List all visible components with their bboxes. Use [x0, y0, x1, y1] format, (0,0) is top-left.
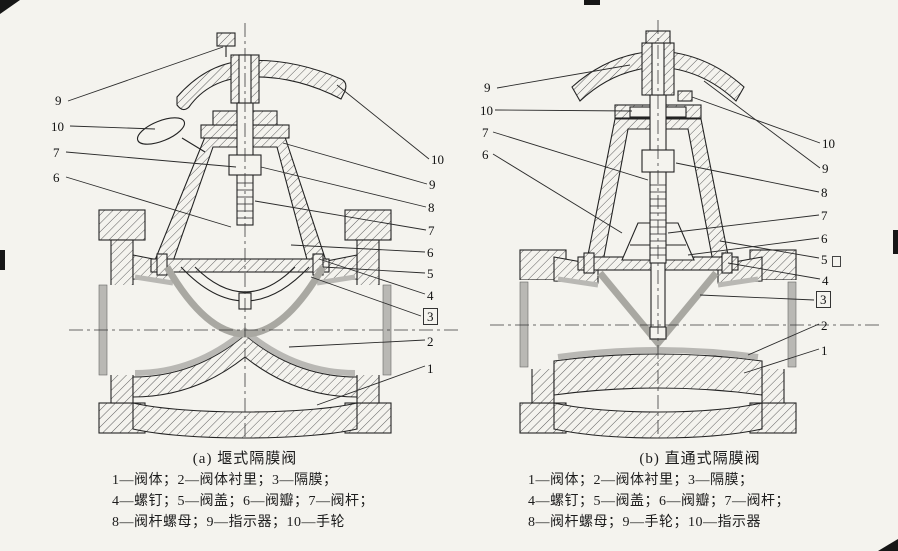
callout-3: 3 — [423, 308, 438, 325]
caption-a: (a) 堰式隔膜阀 — [192, 451, 298, 467]
callout-3: 3 — [816, 291, 831, 308]
callout-8: 8 — [428, 200, 435, 215]
page-artifact — [0, 250, 5, 270]
handwheel-rim-section — [136, 117, 186, 145]
callout-6: 6 — [821, 231, 828, 246]
legend-b: 1—阀体；2—阀体衬里；3—隔膜； 4—螺钉；5—阀盖；6—阀瓣；7—阀杆； 8… — [528, 470, 790, 533]
callout-5: 5 — [821, 252, 841, 267]
callout-4: 4 — [822, 273, 829, 288]
valve-a-linework — [97, 32, 393, 439]
callout-6: 6 — [427, 245, 434, 260]
bonnet-screw — [156, 253, 168, 276]
caption-b: (b) 直通式隔膜阀 — [639, 451, 761, 467]
callout-2: 2 — [427, 334, 434, 349]
body-lining-left — [519, 281, 529, 368]
callout-1: 1 — [427, 361, 434, 376]
page-artifact — [893, 230, 898, 254]
legend-line: 4—螺钉；5—阀盖；6—阀瓣；7—阀杆； — [112, 494, 374, 509]
legend-line: 1—阀体；2—阀体衬里；3—隔膜； — [528, 473, 754, 488]
callout-2: 2 — [821, 318, 828, 333]
callout-4: 4 — [427, 288, 434, 303]
legend-line: 1—阀体；2—阀体衬里；3—隔膜； — [112, 473, 338, 488]
callout-10: 10 — [480, 103, 493, 118]
figure-weir-diaphragm-valve: 9 10 7 6 10 9 8 7 6 5 4 3 2 1 — [51, 5, 475, 450]
valve-a-cross-section-drawing — [69, 23, 461, 439]
callout-9: 9 — [822, 161, 829, 176]
legend-line: 4—螺钉；5—阀盖；6—阀瓣；7—阀杆； — [528, 494, 790, 509]
legend-line: 8—阀杆螺母；9—手轮；10—指示器 — [528, 515, 761, 530]
leader-lines-a — [65, 46, 430, 406]
callout-8: 8 — [821, 185, 828, 200]
callout-10: 10 — [822, 136, 835, 151]
handwheel — [571, 50, 745, 102]
centerlines-a — [69, 23, 461, 437]
callout-6: 6 — [53, 170, 60, 185]
page-artifact — [584, 0, 600, 5]
callout-9: 9 — [429, 177, 436, 192]
figure-straight-diaphragm-valve: 9 10 7 6 10 9 8 7 6 5 4 3 2 1 — [480, 5, 890, 450]
page-artifact — [878, 539, 898, 551]
print-box-mark — [831, 255, 841, 267]
body-lining-right — [787, 281, 797, 368]
bonnet-screw — [721, 252, 733, 274]
callout-6: 6 — [482, 147, 489, 162]
callout-5: 5 — [427, 266, 434, 281]
leader-lines-b — [492, 64, 821, 374]
centerlines-b — [490, 20, 880, 437]
bonnet-screw — [583, 252, 595, 274]
callout-7: 7 — [821, 208, 828, 223]
callout-7: 7 — [482, 125, 489, 140]
callout-7: 7 — [53, 145, 60, 160]
legend-a: 1—阀体；2—阀体衬里；3—隔膜； 4—螺钉；5—阀盖；6—阀瓣；7—阀杆； 8… — [112, 470, 374, 533]
weir-wall — [132, 334, 358, 398]
diaphragm — [597, 270, 719, 349]
callout-1: 1 — [821, 343, 828, 358]
legend-line: 8—阀杆螺母；9—指示器；10—手轮 — [112, 515, 345, 530]
indicator — [677, 90, 693, 102]
callout-9: 9 — [484, 80, 491, 95]
callout-10: 10 — [51, 119, 64, 134]
callout-10: 10 — [431, 152, 444, 167]
page-artifact — [0, 0, 20, 14]
callout-9: 9 — [55, 93, 62, 108]
callout-7: 7 — [428, 223, 435, 238]
